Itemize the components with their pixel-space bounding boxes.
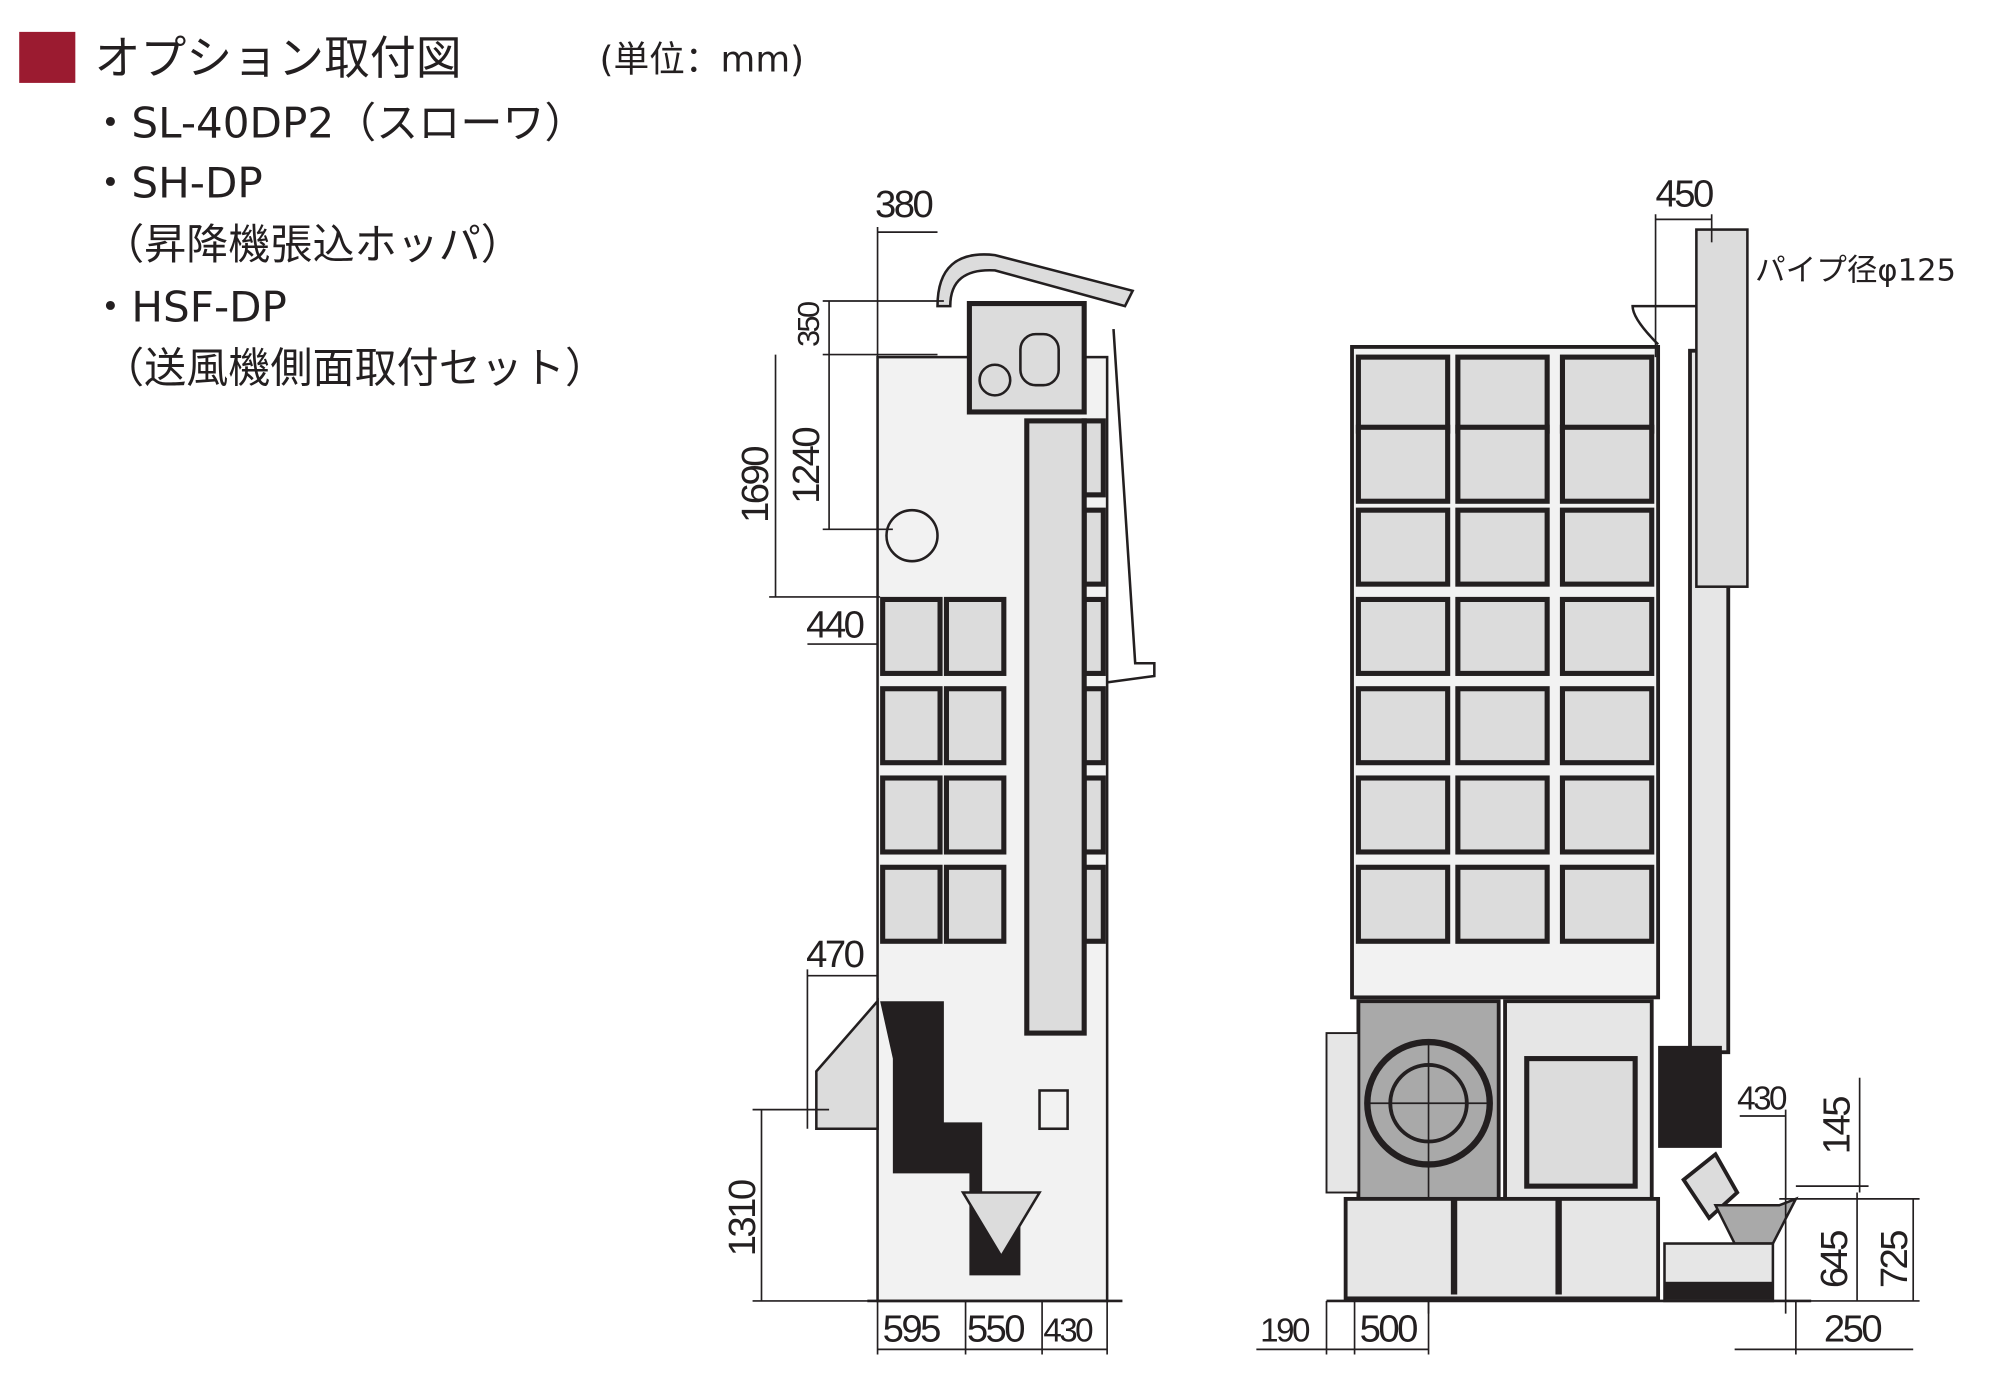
hopper: [1681, 1151, 1740, 1221]
fan-icon: [885, 508, 939, 563]
dim-side-440: 440: [806, 604, 863, 647]
body-panel: [1355, 686, 1451, 766]
motor-icon: [978, 363, 1012, 397]
dim-front-725: 725: [1873, 1231, 1916, 1288]
body-panel: [1081, 864, 1106, 944]
body-panel: [1081, 596, 1106, 676]
front-view-panels: [1355, 354, 1655, 944]
body-panel: [1081, 686, 1106, 766]
drawing-title: オプション取付図: [94, 31, 461, 85]
dim-side-1690: 1690: [734, 447, 777, 523]
body-panel: [1559, 507, 1655, 587]
body-panel: [1455, 775, 1550, 855]
dim-side-350: 350: [792, 302, 826, 347]
pipe-diameter-note: パイプ径φ125: [1755, 254, 1956, 289]
body-panel: [1559, 686, 1655, 766]
dim-front-430: 430: [1737, 1081, 1787, 1118]
body-panel: [1455, 354, 1550, 434]
elevator-head: [1695, 228, 1749, 588]
throttle-unit: [966, 300, 1087, 415]
dim-side-430: 430: [1043, 1313, 1093, 1350]
dim-side-470: 470: [806, 933, 863, 976]
front-view-dimension-lines: [1256, 214, 1920, 1355]
option-hsfdp: ・HSF-DP: [89, 282, 287, 331]
body-panel: [1455, 424, 1550, 504]
body-panel: [1455, 507, 1550, 587]
dim-front-645: 645: [1813, 1231, 1856, 1288]
body-panel: [1559, 424, 1655, 504]
dim-front-145: 145: [1815, 1097, 1858, 1154]
body-panel: [943, 864, 1007, 944]
body-panel: [1455, 864, 1550, 944]
body-panel: [1559, 596, 1655, 676]
body-panel: [1081, 507, 1106, 587]
side-view-dimension-lines: [752, 227, 1108, 1355]
elevator-column: [1024, 418, 1087, 1036]
body-panel: [1081, 775, 1106, 855]
option-hsfdp-desc: （送風機側面取付セット）: [102, 344, 607, 393]
side-view-drawing: [815, 253, 1156, 1303]
base-frame: [1343, 1196, 1661, 1301]
body-panel: [880, 864, 943, 944]
dim-side-595: 595: [883, 1308, 940, 1351]
section-marker: [19, 31, 76, 83]
dim-side-380: 380: [875, 183, 932, 226]
body-panel: [1455, 596, 1550, 676]
dim-front-450: 450: [1656, 173, 1713, 216]
body-panel: [943, 596, 1007, 676]
control-panel: [1524, 1056, 1638, 1189]
front-view-drawing: [1325, 228, 1812, 1314]
body-panel: [1355, 864, 1451, 944]
body-panel: [1355, 507, 1451, 587]
body-panel: [943, 686, 1007, 766]
hopper-chute: [1713, 1196, 1799, 1245]
body-panel: [1455, 686, 1550, 766]
dim-side-550: 550: [967, 1308, 1024, 1351]
body-panel: [880, 596, 943, 676]
body-panel: [1559, 354, 1655, 434]
side-view-panels: [880, 418, 1106, 944]
body-panel: [880, 775, 943, 855]
body-panel: [1355, 424, 1451, 504]
pipe: [1631, 304, 1697, 346]
side-fan-panel: [1325, 1032, 1360, 1194]
option-sl40dp2: ・SL-40DP2（スローワ）: [89, 99, 586, 148]
body-panel: [1355, 775, 1451, 855]
discharge-pipe: [936, 253, 1135, 308]
dim-front-250: 250: [1824, 1308, 1881, 1351]
dim-side-1310: 1310: [721, 1180, 764, 1256]
unit-label: (単位：mm): [600, 39, 805, 80]
option-shdp: ・SH-DP: [89, 159, 262, 208]
body-panel: [943, 775, 1007, 855]
body-panel: [880, 686, 943, 766]
dim-front-190: 190: [1260, 1313, 1310, 1350]
body-panel: [1355, 354, 1451, 434]
option-shdp-desc: （昇降機張込ホッパ）: [102, 220, 523, 269]
hopper-funnel: [960, 1191, 1042, 1259]
body-panel: [1081, 418, 1106, 498]
dim-side-1240: 1240: [785, 428, 828, 504]
body-panel: [1559, 864, 1655, 944]
body-panel: [1355, 596, 1451, 676]
dim-front-500: 500: [1360, 1308, 1417, 1351]
body-panel: [1559, 775, 1655, 855]
